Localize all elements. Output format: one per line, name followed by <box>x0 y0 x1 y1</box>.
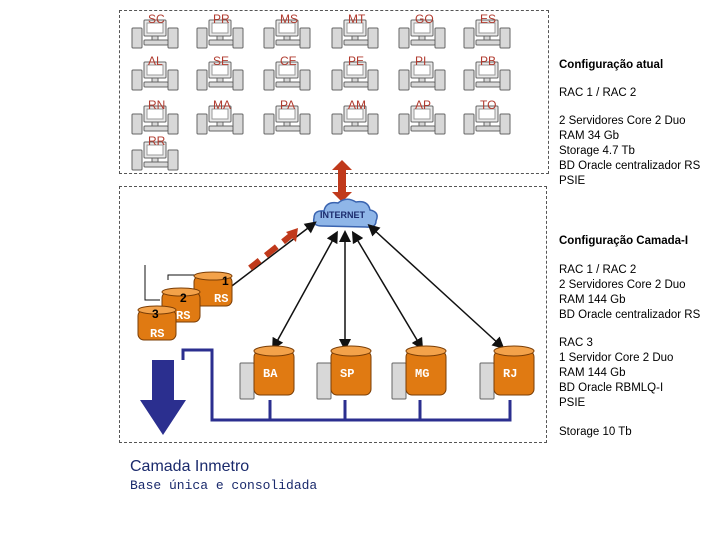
state-label: PI <box>415 54 427 68</box>
state-computer-ms: MS <box>262 12 314 49</box>
state-label: CE <box>280 54 297 68</box>
state-computer-ce: CE <box>262 54 314 91</box>
state-label: GO <box>415 12 434 26</box>
rs-cluster-drawing <box>137 271 233 341</box>
layer-config-block2-line: 1 Servidor Core 2 Duo <box>559 352 674 364</box>
current-config-line: RAC 1 / RAC 2 <box>559 87 637 99</box>
state-label: ES <box>480 12 497 26</box>
state-computer-go: GO <box>397 12 449 49</box>
state-label: SC <box>148 12 165 26</box>
state-computer-ap: AP <box>397 98 449 135</box>
state-label: PR <box>213 12 230 26</box>
state-computer-am: AM <box>330 98 382 135</box>
layer-region-box <box>119 186 547 443</box>
state-label: RN <box>148 98 166 112</box>
layer-config-block2-line: BD Oracle RBMLQ-I <box>559 382 664 394</box>
state-label: TO <box>480 98 497 112</box>
inmetro-layer-subtitle: Base única e consolidada <box>130 478 318 493</box>
database-label: MG <box>415 367 430 381</box>
database-sp: SP <box>315 345 379 408</box>
internet-label: INTERNET <box>320 210 365 220</box>
layer-config-block1-line: BD Oracle centralizador RS <box>559 309 701 321</box>
state-computer-rn: RN <box>130 98 182 135</box>
rs-node-number-3: 3 <box>152 307 159 321</box>
state-label: AL <box>148 54 163 68</box>
state-computer-rr: RR <box>130 134 182 171</box>
state-label: RR <box>148 134 166 148</box>
internet-cloud: INTERNET <box>310 196 380 236</box>
state-computer-pb: PB <box>462 54 514 91</box>
state-label: MT <box>348 12 366 26</box>
state-computer-pa: PA <box>262 98 314 135</box>
database-ba: BA <box>238 345 302 408</box>
database-mg: MG <box>390 345 454 408</box>
layer-config-title: Configuração Camada-I <box>559 235 689 247</box>
state-computer-se: SE <box>195 54 247 91</box>
current-config-title: Configuração atual <box>559 59 664 71</box>
database-rj: RJ <box>478 345 542 408</box>
state-label: AM <box>348 98 366 112</box>
state-label: MS <box>280 12 298 26</box>
database-label: SP <box>340 367 355 381</box>
layer-config-block2-line: RAC 3 <box>559 337 593 349</box>
current-config-panel: Configuração atual <box>559 58 663 73</box>
current-config-line: PSIE <box>559 175 586 187</box>
state-computer-al: AL <box>130 54 182 91</box>
state-computer-es: ES <box>462 12 514 49</box>
current-config-line: RAM 34 Gb <box>559 130 620 142</box>
top-region-box <box>119 10 549 174</box>
state-computer-pr: PR <box>195 12 247 49</box>
current-config-line: Storage 4.7 Tb <box>559 145 635 157</box>
state-computer-ma: MA <box>195 98 247 135</box>
state-label: AP <box>415 98 432 112</box>
state-computer-pe: PE <box>330 54 382 91</box>
layer-config-block1-line: RAC 1 / RAC 2 <box>559 264 637 276</box>
state-computer-pi: PI <box>397 54 449 91</box>
current-config-line: 2 Servidores Core 2 Duo <box>559 115 686 127</box>
link-arrow-vertical <box>332 160 352 202</box>
state-computer-mt: MT <box>330 12 382 49</box>
state-label: PB <box>480 54 497 68</box>
database-label: BA <box>263 367 278 381</box>
state-computer-sc: SC <box>130 12 182 49</box>
inmetro-layer-title: Camada Inmetro <box>130 458 250 475</box>
rs-node-label-1: RS <box>214 292 229 306</box>
rs-node-label-2: RS <box>176 309 191 323</box>
current-config-line: BD Oracle centralizador RS <box>559 160 701 172</box>
rs-node-number-2: 2 <box>180 291 187 305</box>
database-label: RJ <box>503 367 518 381</box>
layer-config-block1-line: RAM 144 Gb <box>559 294 626 306</box>
state-label: SE <box>213 54 230 68</box>
state-label: PA <box>280 98 296 112</box>
layer-config-block1-line: 2 Servidores Core 2 Duo <box>559 279 686 291</box>
state-label: MA <box>213 98 231 112</box>
state-label: PE <box>348 54 365 68</box>
layer-config-block2-line: PSIE <box>559 397 586 409</box>
layer-config-storage: Storage 10 Tb <box>559 426 632 438</box>
rs-node-number-1: 1 <box>222 274 229 288</box>
state-computer-to: TO <box>462 98 514 135</box>
layer-config-panel: Configuração Camada-I RAC 1 / RAC 2 2 Se… <box>559 234 700 440</box>
layer-config-block2-line: RAM 144 Gb <box>559 367 626 379</box>
current-config-details: RAC 1 / RAC 2 2 Servidores Core 2 Duo RA… <box>559 86 700 189</box>
rs-node-label-3: RS <box>150 327 165 341</box>
